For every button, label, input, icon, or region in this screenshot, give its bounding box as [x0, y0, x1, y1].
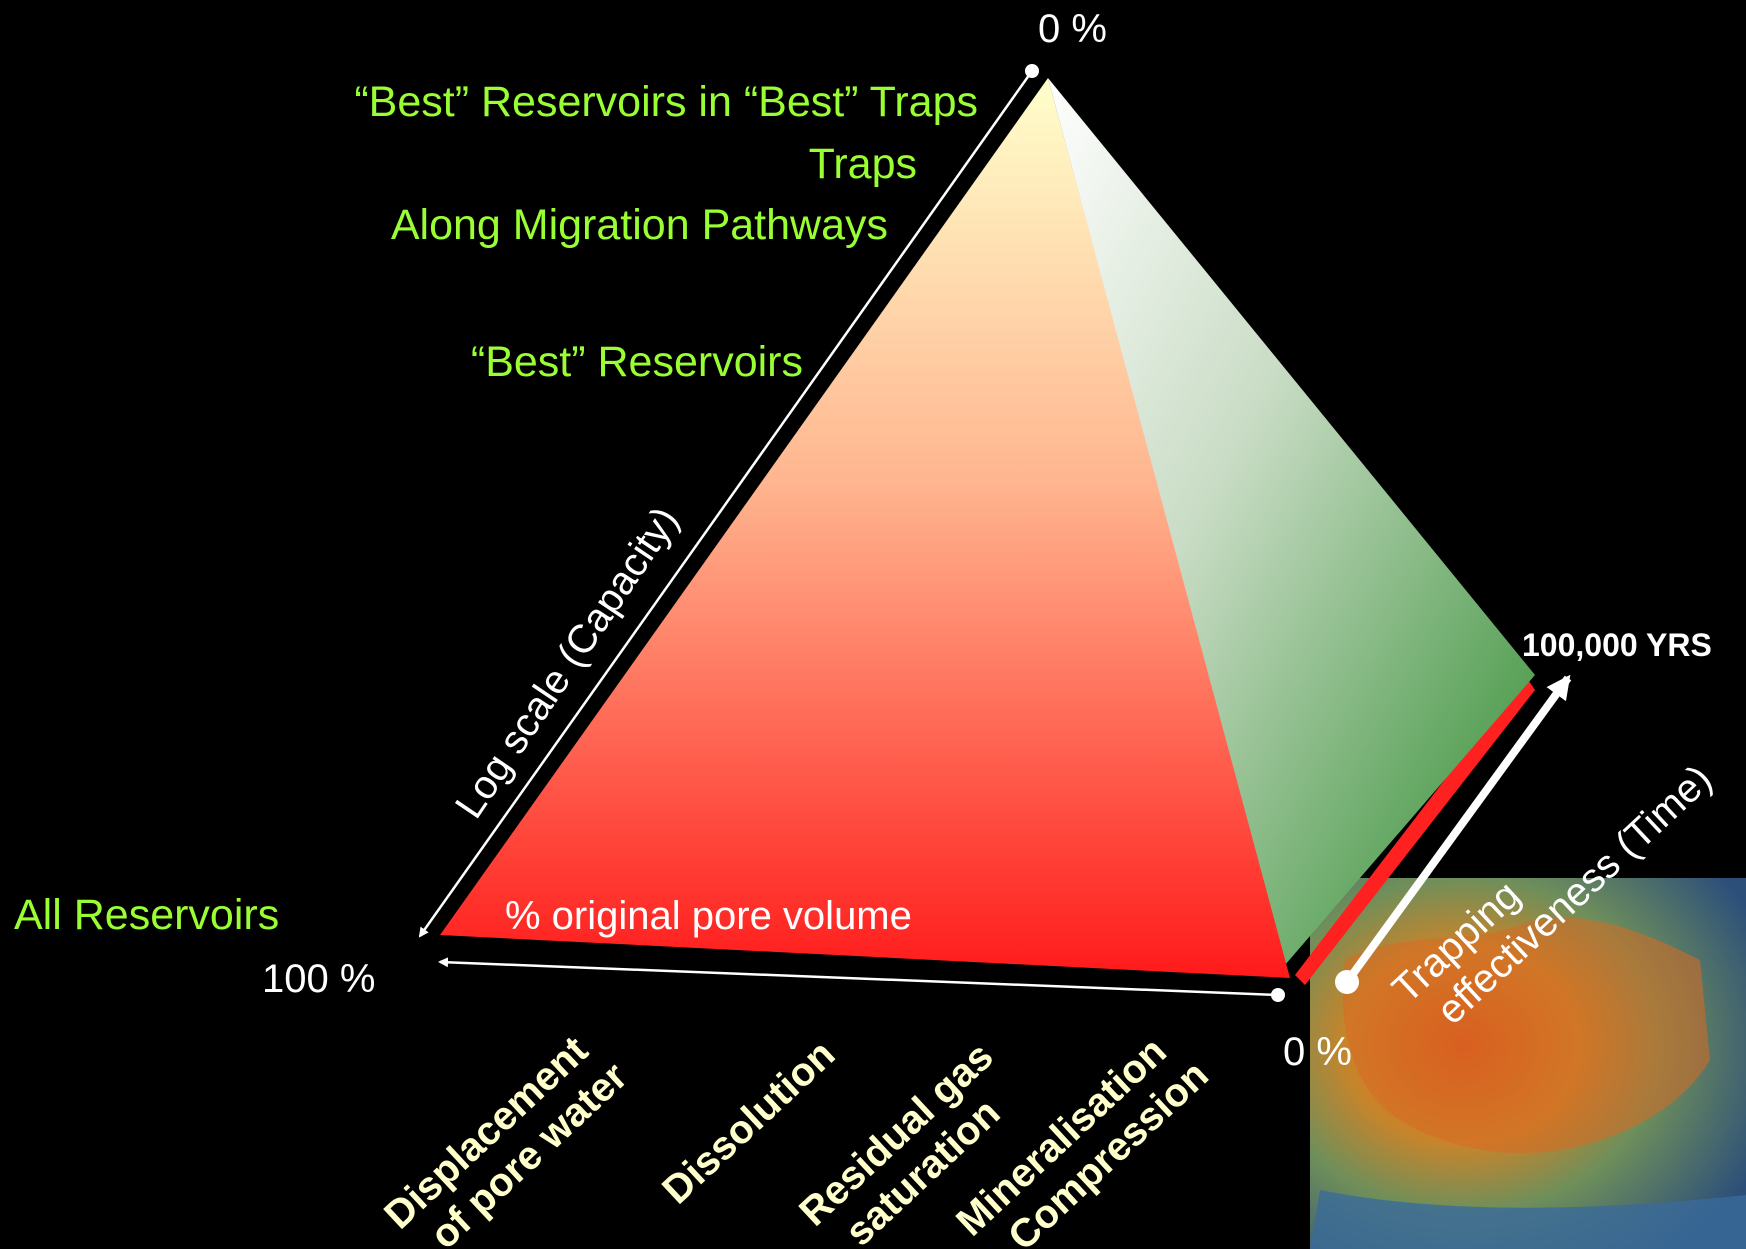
- capacity-level-traps: Traps: [809, 140, 917, 188]
- time-axis-arrow: [1343, 674, 1572, 985]
- time-axis-end-value: 100,000 YRS: [1522, 627, 1712, 663]
- australia-map-inset: [1310, 878, 1746, 1249]
- capacity-level-best-reservoirs: “Best” Reservoirs: [471, 338, 803, 386]
- time-axis-start-dot: [1335, 970, 1359, 994]
- pyramid-side-face: [1048, 78, 1535, 965]
- capacity-top-value: 0 %: [1038, 7, 1107, 51]
- capacity-level-all-reservoirs: All Reservoirs: [14, 891, 279, 939]
- pore-volume-axis-end-dot: [1271, 988, 1285, 1002]
- pore-volume-end-value: 0 %: [1283, 1030, 1352, 1074]
- mechanism-displacement: Displacement of pore water: [376, 1028, 636, 1249]
- pore-volume-label: % original pore volume: [505, 894, 912, 938]
- pore-volume-axis-line: [438, 957, 1279, 997]
- pyramid-edge-strip: [1295, 675, 1535, 985]
- capacity-level-migration-pathways: Along Migration Pathways: [391, 201, 888, 249]
- pyramid-front-face: [440, 78, 1290, 978]
- capacity-axis-top-dot: [1025, 64, 1039, 78]
- capacity-level-best-reservoirs-best-traps: “Best” Reservoirs in “Best” Traps: [354, 78, 978, 126]
- capacity-axis-line: [418, 70, 1034, 938]
- capacity-bottom-value: 100 %: [262, 957, 375, 1001]
